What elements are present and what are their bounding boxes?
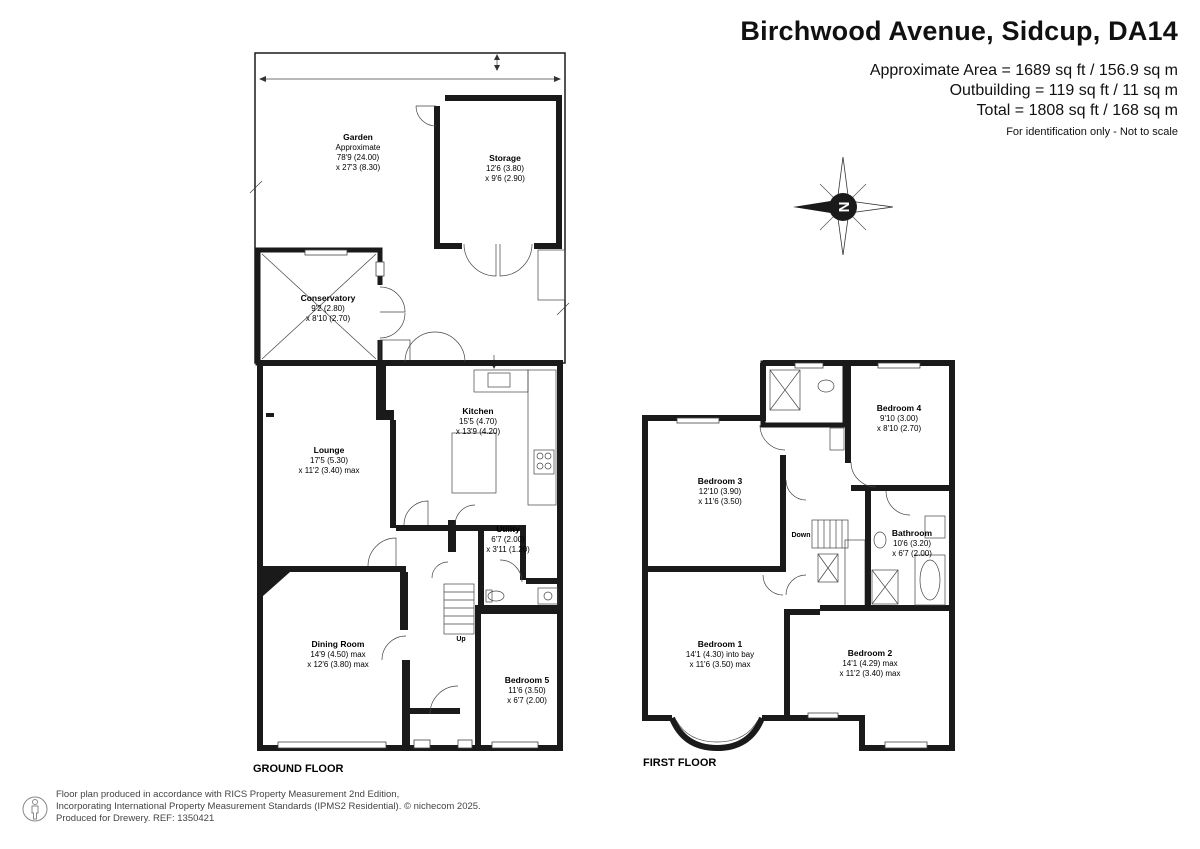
dining-room-dim-1: 14'9 (4.50) max	[310, 650, 365, 659]
kitchen-label: Kitchen	[462, 406, 493, 416]
bedroom1-dim-2: x 11'6 (3.50) max	[690, 660, 751, 669]
bedroom2-dim-1: 14'1 (4.29) max	[842, 659, 897, 668]
footer-credits: Floor plan produced in accordance with R…	[56, 789, 481, 825]
ground-floor-label: GROUND FLOOR	[253, 763, 343, 775]
footer-line-3: Produced for Drewery. REF: 1350421	[56, 813, 215, 824]
lounge-dim-1: 17'5 (5.30)	[310, 456, 348, 465]
bedroom5-dim-2: x 6'7 (2.00)	[507, 696, 547, 705]
compass-icon: N	[793, 156, 894, 256]
conservatory-dim-1: 9'2 (2.80)	[311, 304, 345, 313]
stairs-up-label: Up	[456, 636, 465, 643]
bedroom4-dim-2: x 8'10 (2.70)	[877, 424, 922, 433]
bedroom3-dim-2: x 11'6 (3.50)	[698, 497, 742, 506]
kitchen-dim-1: 15'5 (4.70)	[459, 417, 497, 426]
disclaimer: For identification only - Not to scale	[1006, 126, 1178, 138]
dining-room-dim-2: x 12'6 (3.80) max	[307, 660, 369, 669]
garden-label: Garden	[343, 132, 373, 142]
garden-dim-1: Approximate	[336, 143, 381, 152]
kitchen-dim-2: x 13'9 (4.20)	[456, 427, 501, 436]
first-floor-label: FIRST FLOOR	[643, 757, 716, 769]
bedroom3-dim-1: 12'10 (3.90)	[699, 487, 742, 496]
garden-dim-2: 78'9 (24.00)	[337, 153, 380, 162]
outbuilding-area: Outbuilding = 119 sq ft / 11 sq m	[949, 82, 1178, 99]
stairs-down-label: Down	[791, 532, 810, 539]
storage-label: Storage	[489, 153, 521, 163]
conservatory-dim-2: x 8'10 (2.70)	[306, 314, 351, 323]
lounge-label: Lounge	[314, 445, 345, 455]
property-title: Birchwood Avenue, Sidcup, DA14	[740, 16, 1178, 46]
utility-dim-1: 6'7 (2.00)	[491, 535, 525, 544]
bathroom-dim-2: x 6'7 (2.00)	[892, 549, 932, 558]
ground-floor-plan: Garden Approximate 78'9 (24.00) x 27'3 (…	[249, 52, 570, 775]
property-header: Birchwood Avenue, Sidcup, DA14 Approxima…	[740, 16, 1178, 138]
lounge-dim-2: x 11'2 (3.40) max	[299, 466, 360, 475]
bedroom4-dim-1: 9'10 (3.00)	[880, 414, 918, 423]
bedroom1-label: Bedroom 1	[698, 639, 743, 649]
bedroom5-label: Bedroom 5	[505, 675, 550, 685]
bedroom1-dim-1: 14'1 (4.30) into bay	[686, 650, 754, 659]
storage-dim-2: x 9'6 (2.90)	[485, 174, 525, 183]
storage-dim-1: 12'6 (3.80)	[486, 164, 524, 173]
total-area: Total = 1808 sq ft / 168 sq m	[976, 102, 1178, 119]
footer-line-2: Incorporating International Property Mea…	[56, 801, 481, 812]
compass-north-label: N	[836, 202, 853, 213]
bedroom4-label: Bedroom 4	[877, 403, 922, 413]
utility-dim-2: x 3'11 (1.20)	[486, 545, 530, 554]
dining-room-label: Dining Room	[312, 639, 365, 649]
conservatory-label: Conservatory	[301, 293, 356, 303]
first-floor-plan: Bedroom 4 9'10 (3.00) x 8'10 (2.70) Bedr…	[642, 360, 955, 769]
bathroom-dim-1: 10'6 (3.20)	[893, 539, 931, 548]
person-icon	[22, 796, 48, 822]
bedroom2-label: Bedroom 2	[848, 648, 893, 658]
bedroom3-label: Bedroom 3	[698, 476, 743, 486]
approx-area: Approximate Area = 1689 sq ft / 156.9 sq…	[869, 62, 1178, 79]
utility-label: Utility	[496, 524, 520, 534]
bedroom2-dim-2: x 11'2 (3.40) max	[840, 669, 901, 678]
bedroom5-dim-1: 11'6 (3.50)	[508, 686, 546, 695]
footer-line-1: Floor plan produced in accordance with R…	[56, 789, 400, 800]
garden-dim-3: x 27'3 (8.30)	[336, 163, 381, 172]
bathroom-label: Bathroom	[892, 528, 933, 538]
